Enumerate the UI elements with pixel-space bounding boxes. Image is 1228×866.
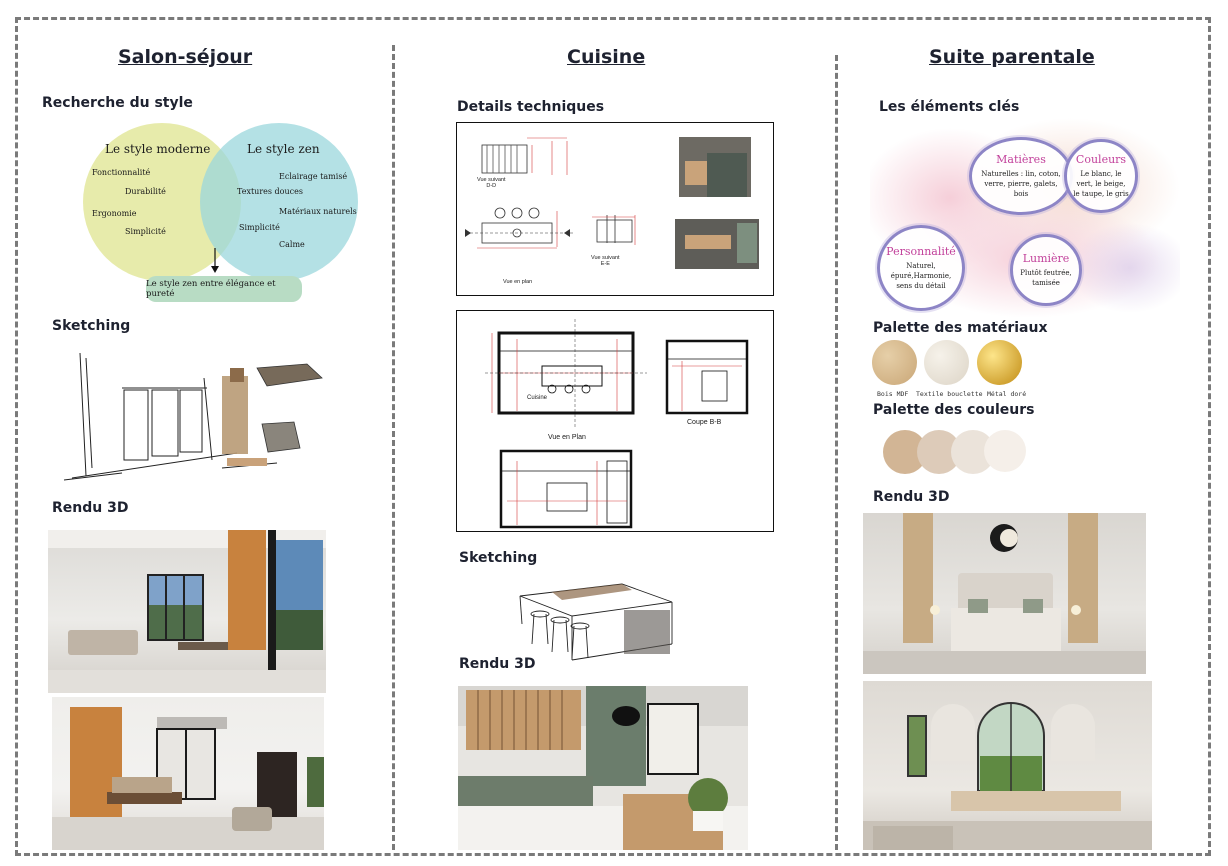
materials-palette-heading: Palette des matériaux [873, 320, 1048, 336]
suite-render-image-2 [863, 681, 1152, 850]
label-vue-dd: Vue suivant D-D [477, 177, 506, 189]
bubble-text: Naturelles : lin, coton, verre, pierre, … [981, 170, 1061, 198]
cuisine-render-image [458, 686, 748, 850]
salon-title: Salon-séjour [118, 46, 253, 68]
salon-sketch-image [62, 348, 332, 488]
bubble-title: Lumière [1022, 252, 1070, 265]
venn-diagram: Le style moderne Le style zen Fonctionna… [80, 120, 365, 310]
bubble-title: Couleurs [1075, 153, 1127, 166]
bubble-text: Le blanc, le vert, le beige, le taupe, l… [1073, 170, 1129, 198]
label-vue-ee: Vue suivant E-E [591, 255, 620, 267]
venn-shared-item: Simplicité [239, 223, 280, 232]
colors-palette-heading: Palette des couleurs [873, 402, 1035, 418]
venn-right-item: Matériaux naturels [279, 207, 357, 216]
column-divider-right [835, 55, 838, 850]
bubble-lumiere: Lumière Plutôt feutrée, tamisée [1010, 234, 1082, 306]
bubble-couleurs: Couleurs Le blanc, le vert, le beige, le… [1064, 139, 1138, 213]
bubble-title: Personnalité [886, 245, 956, 258]
tech-details-heading: Details techniques [457, 99, 605, 115]
label-vue-plan-small: Vue en plan [503, 279, 533, 285]
tech-drawing-panel-1: Vue suivant D-D Vue suivant E-E Vue en p… [456, 122, 774, 296]
cuisine-render-heading: Rendu 3D [459, 656, 536, 672]
column-divider-left [392, 45, 395, 850]
bubble-title: Matières [996, 153, 1046, 166]
suite-render-heading: Rendu 3D [873, 489, 950, 505]
style-research-heading: Recherche du style [42, 95, 193, 111]
style-conclusion-badge: Le style zen entre élégance et pureté [146, 276, 302, 302]
cuisine-sketching-heading: Sketching [459, 550, 538, 566]
venn-left-item: Simplicité [125, 227, 166, 236]
material-label: Bois MDF [877, 390, 909, 398]
material-swatch-textile [924, 340, 969, 385]
salon-sketching-heading: Sketching [52, 318, 131, 334]
material-label: Métal doré [987, 390, 1027, 398]
salon-render-image-2 [52, 697, 324, 850]
label-vue-plan: Vue en Plan [548, 434, 586, 441]
material-label: Textile bouclette [916, 390, 983, 398]
suite-title: Suite parentale [929, 46, 1095, 68]
key-elements-heading: Les éléments clés [879, 99, 1020, 115]
cuisine-sketch-image [512, 574, 692, 666]
label-cuisine-room: Cuisine [527, 395, 548, 401]
bubble-matieres: Matières Naturelles : lin, coton, verre,… [969, 137, 1073, 215]
salon-render-heading: Rendu 3D [52, 500, 129, 516]
venn-right-item: Eclairage tamisé [279, 172, 348, 181]
cuisine-title: Cuisine [567, 46, 646, 68]
bubble-text: Plutôt feutrée, tamisée [1020, 269, 1072, 287]
suite-render-image-1 [863, 513, 1146, 674]
material-swatch-gold [977, 340, 1022, 385]
venn-left-item: Fonctionnalité [92, 168, 151, 177]
venn-right-title: Le style zen [247, 142, 320, 156]
venn-right-item: Calme [279, 240, 305, 249]
tech-drawing-panel-2: Cuisine Vue en Plan Coupe B-B [456, 310, 774, 532]
venn-left-title: Le style moderne [105, 142, 211, 156]
bubble-text: Naturel, épuré,Harmonie, sens du détail [890, 262, 952, 290]
label-coupe-bb: Coupe B-B [687, 419, 722, 426]
salon-render-image-1 [48, 530, 326, 693]
venn-left-item: Ergonomie [92, 209, 137, 218]
material-swatch-wood [872, 340, 917, 385]
color-swatch [984, 430, 1026, 472]
venn-left-item: Durabilité [125, 187, 166, 196]
bubble-personnalite: Personnalité Naturel, épuré,Harmonie, se… [877, 225, 965, 311]
venn-shared-item: Textures douces [237, 187, 303, 196]
page-frame [15, 17, 1211, 856]
